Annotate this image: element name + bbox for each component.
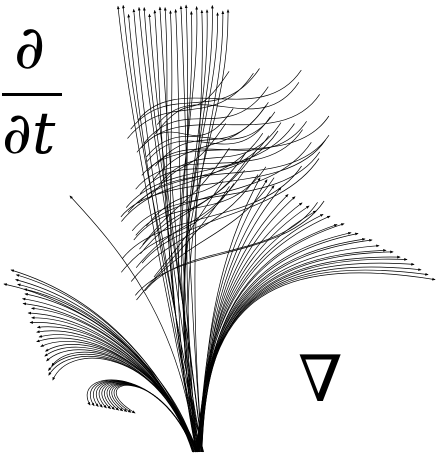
streamline-mid [140,149,257,255]
partial-numerator-symbol: ∂ [14,13,46,83]
streamline-right [198,269,429,453]
streamline-top [187,10,225,453]
streamline-mid [141,158,320,264]
streamline-right [199,272,436,453]
streamline-mid [144,202,318,292]
streamline-mid [138,135,330,204]
fraction-bar [2,93,62,96]
streamline-left-long [69,195,197,453]
streamline-mid [148,123,226,199]
streamline-left [15,274,199,453]
streamline-left [36,330,196,453]
streamline-right [198,232,359,453]
streamline-mid [156,82,300,125]
streamline-right [200,250,394,453]
streamline-top [183,9,230,453]
streamline-curl [115,385,195,453]
streamline-mid [152,102,269,181]
partial-t-denominator-symbol: ∂t [2,99,56,167]
streamline-mid [142,147,230,245]
streamline-mid [130,68,260,130]
streamline-mid [136,108,234,153]
streamline-mid [135,142,312,236]
streamline-mid [146,152,246,227]
streamline-left [15,278,195,453]
streamline-right [197,266,422,453]
streamline-right [197,244,380,453]
streamline-right [197,205,310,453]
streamline-left-long [3,283,197,453]
streamline-mid [141,115,330,176]
streamline-top [158,6,200,453]
streamline-mid [131,151,321,232]
streamline-mid [122,165,302,259]
streamline-left [48,356,195,453]
streamline-right [195,215,331,453]
streamline-mid [121,183,235,273]
streamline-top [184,4,198,453]
nabla-symbol: ∇ [298,343,343,417]
streamline-top [184,4,214,453]
streamline-mid [121,133,264,222]
streamline-mid [139,158,248,250]
streamline-top [122,4,200,453]
streamline-top [177,6,199,453]
streamline-left [17,283,194,453]
streamline-left [52,357,199,453]
streamline-mid [154,71,230,135]
streamline-mid [125,123,295,208]
streamline-mid [146,111,276,158]
streamline-mid [130,174,259,282]
streamline-mid [127,73,254,139]
streamline-mid [146,116,271,162]
streamline-right [201,238,373,453]
streamline-left [44,346,198,453]
streamline-mid [149,177,275,287]
streamline-left [46,349,193,453]
streamline-mid [158,122,282,185]
streamline-mid [136,186,230,301]
streamline-mid [141,94,320,148]
streamline-mid [120,139,326,218]
streamline-top [179,5,203,453]
streamline-left [21,297,196,453]
streamline-mid [143,86,269,144]
streamline-right [200,262,415,453]
streamline-left [24,293,197,453]
streamline-mid [153,180,224,278]
streamline-right [198,223,345,453]
streamline-mid [139,135,270,195]
streamline-mid [127,130,279,213]
